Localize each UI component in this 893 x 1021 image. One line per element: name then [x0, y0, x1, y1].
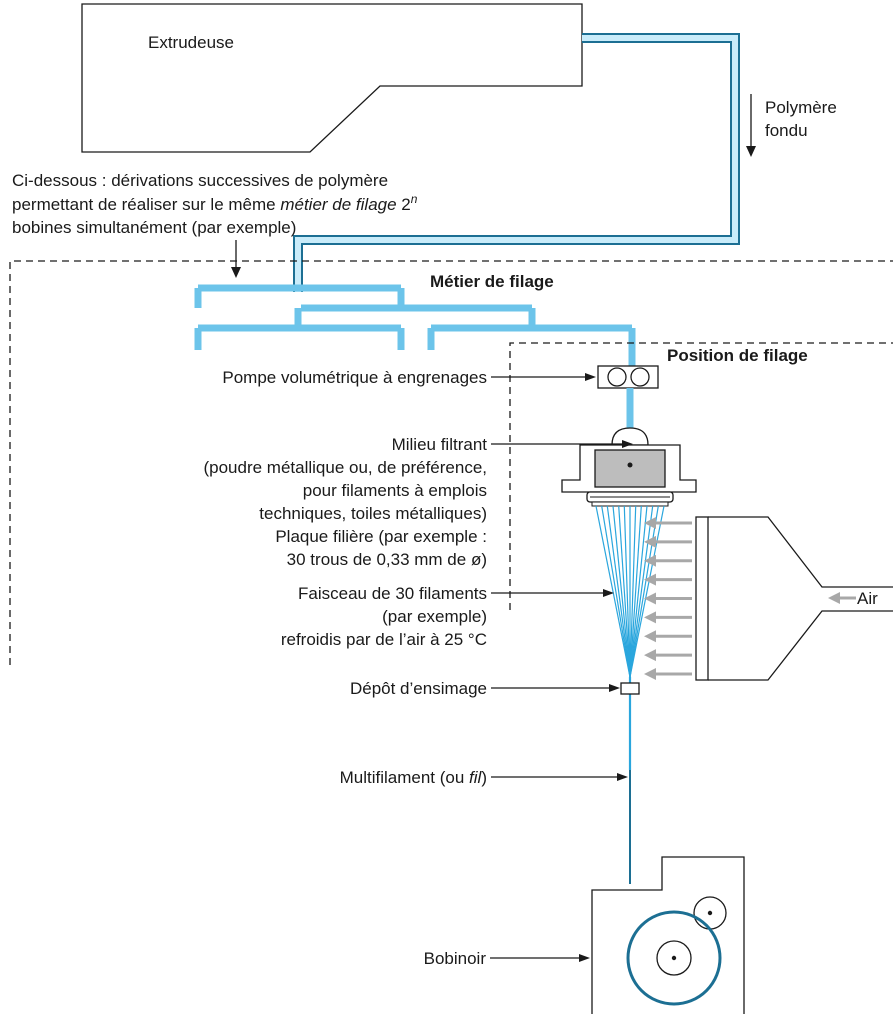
filament-line [606, 505, 631, 678]
filament-line [629, 505, 665, 678]
sizing-label: Dépôt d’ensimage [350, 679, 487, 698]
filament-line [623, 505, 631, 678]
filter-label-3: pour filaments à emplois [303, 481, 487, 500]
air-label: Air [857, 589, 878, 608]
air-arrow-head [828, 592, 840, 604]
derivations-pointer-head [231, 267, 241, 278]
air-flow-arrowhead [644, 611, 656, 624]
extruder-label: Extrudeuse [148, 33, 234, 52]
quench-air-unit [695, 516, 893, 681]
extruder-body [81, 3, 583, 153]
filament-line [629, 505, 648, 678]
air-flow-arrowhead [644, 517, 656, 529]
molten-polymer-arrowhead [746, 146, 756, 157]
filament-line [629, 505, 642, 678]
bundle-label-1: Faisceau de 30 filaments [298, 584, 487, 603]
air-flow-arrowhead [644, 573, 656, 586]
spinning-machine-label: Métier de filage [430, 272, 554, 291]
sizing-applicator [620, 682, 640, 695]
winder-label: Bobinoir [424, 949, 487, 968]
air-flow-arrowhead [644, 535, 656, 548]
derivations-text-1: Ci-dessous : dérivations successives de … [12, 171, 388, 190]
multifilament-pointer-head [617, 773, 628, 781]
filament-line [618, 505, 631, 678]
quench-air-arrows [644, 517, 692, 680]
multifilament-label: Multifilament (ou fil) [340, 768, 487, 787]
filament-line [601, 505, 631, 678]
distribution-manifold [194, 284, 636, 366]
molten-polymer-label-1: Polymère [765, 98, 837, 117]
spinneret-label-2: 30 trous de 0,33 mm de ø) [287, 550, 487, 569]
winder [591, 856, 745, 1014]
bundle-label-3: refroidis par de l’air à 25 °C [281, 630, 487, 649]
bundle-label-2: (par exemple) [382, 607, 487, 626]
filament-line [629, 505, 637, 678]
air-flow-arrowhead [644, 668, 656, 680]
air-flow-arrowhead [644, 630, 656, 643]
winder-pointer-head [579, 954, 590, 962]
spinneret-label-1: Plaque filière (par exemple : [275, 527, 487, 546]
filament-line [595, 505, 631, 678]
sizing-pointer-head [609, 684, 620, 692]
filter-label-1: Milieu filtrant [392, 435, 488, 454]
gear-pump-label: Pompe volumétrique à engrenages [222, 368, 487, 387]
filament-bundle [595, 505, 665, 678]
air-flow-arrowhead [644, 592, 656, 605]
filament-line [629, 505, 654, 678]
filament-line [612, 505, 631, 678]
derivations-text-2: permettant de réaliser sur le même métie… [12, 192, 418, 214]
filter-label-4: techniques, toiles métalliques) [259, 504, 487, 523]
derivations-text-3: bobines simultanément (par exemple) [12, 218, 296, 237]
bobbin [626, 910, 722, 1006]
bundle-pointer-head [603, 589, 614, 597]
air-flow-arrowhead [644, 554, 656, 567]
filter-pointer-head [622, 440, 633, 448]
spinning-position-label: Position de filage [667, 346, 808, 365]
spin-pack [561, 427, 697, 507]
filter-medium [594, 449, 666, 488]
spinning-position-frame [509, 342, 893, 610]
molten-polymer-label-2: fondu [765, 121, 808, 140]
main-polymer-pipe [293, 33, 740, 292]
filter-label-2: (poudre métallique ou, de préférence, [203, 458, 487, 477]
gear-pump-pointer-head [585, 373, 596, 381]
filament-line [629, 505, 659, 678]
gear-pump [597, 365, 659, 389]
spinning-machine-frame [9, 260, 893, 665]
air-flow-arrowhead [644, 649, 656, 662]
